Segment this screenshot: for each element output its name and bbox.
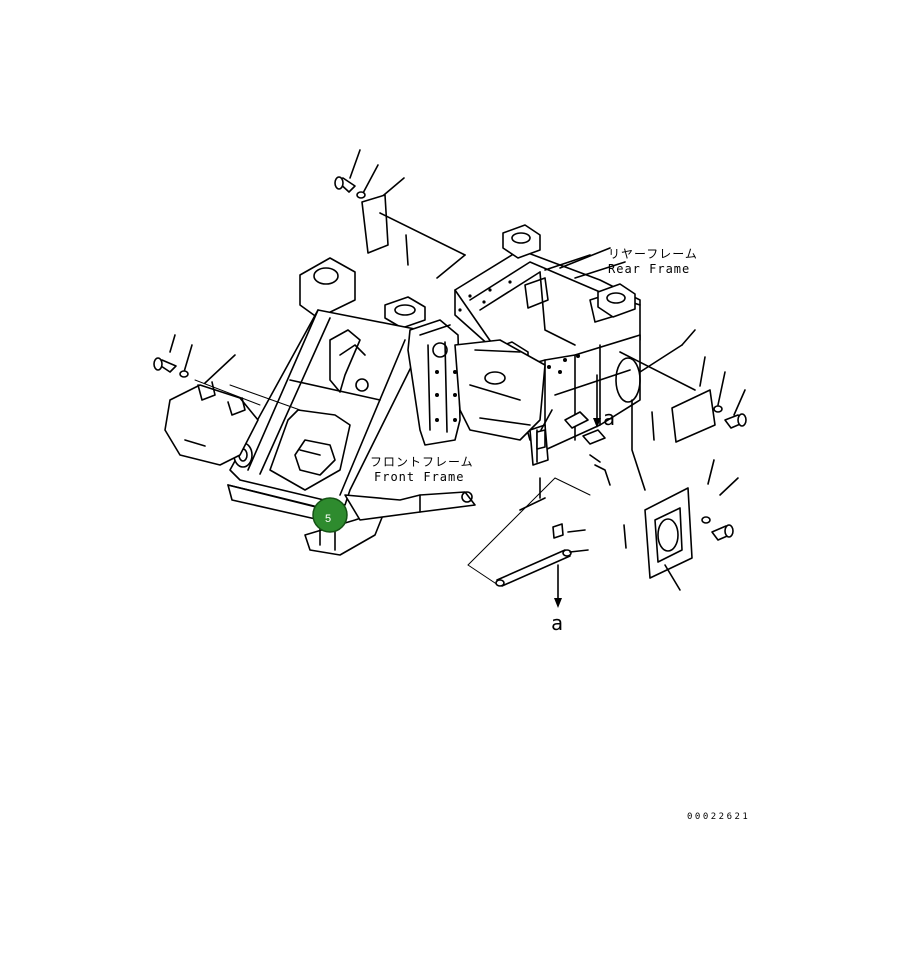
front-frame <box>227 257 549 556</box>
right-cover-small-group <box>619 329 747 443</box>
front-frame-label-en: Front Frame <box>374 470 464 484</box>
top-cover-group <box>334 149 466 279</box>
cap-parts <box>519 409 606 511</box>
bolt-right-lower <box>711 524 734 541</box>
rod-assembly <box>467 477 591 587</box>
ref-label-a-upper: a <box>603 406 615 430</box>
bolt-left <box>153 357 177 373</box>
bolt-top <box>334 176 356 193</box>
reference-arrows <box>554 374 601 608</box>
front-frame-label-jp: フロントフレーム <box>370 455 474 469</box>
rear-frame-label-en: Rear Frame <box>608 262 690 276</box>
ref-label-a-lower: a <box>551 611 563 635</box>
callout-marker[interactable] <box>312 497 348 533</box>
left-cover-group <box>153 334 301 466</box>
bolt-right-upper <box>724 413 747 429</box>
callout-5[interactable]: 5 <box>312 497 348 533</box>
right-cover-large-group <box>594 399 739 591</box>
drawing-code: 00022621 <box>687 812 750 822</box>
callout-number: 5 <box>325 513 331 525</box>
rear-frame-label-jp: リヤーフレーム <box>608 247 698 261</box>
